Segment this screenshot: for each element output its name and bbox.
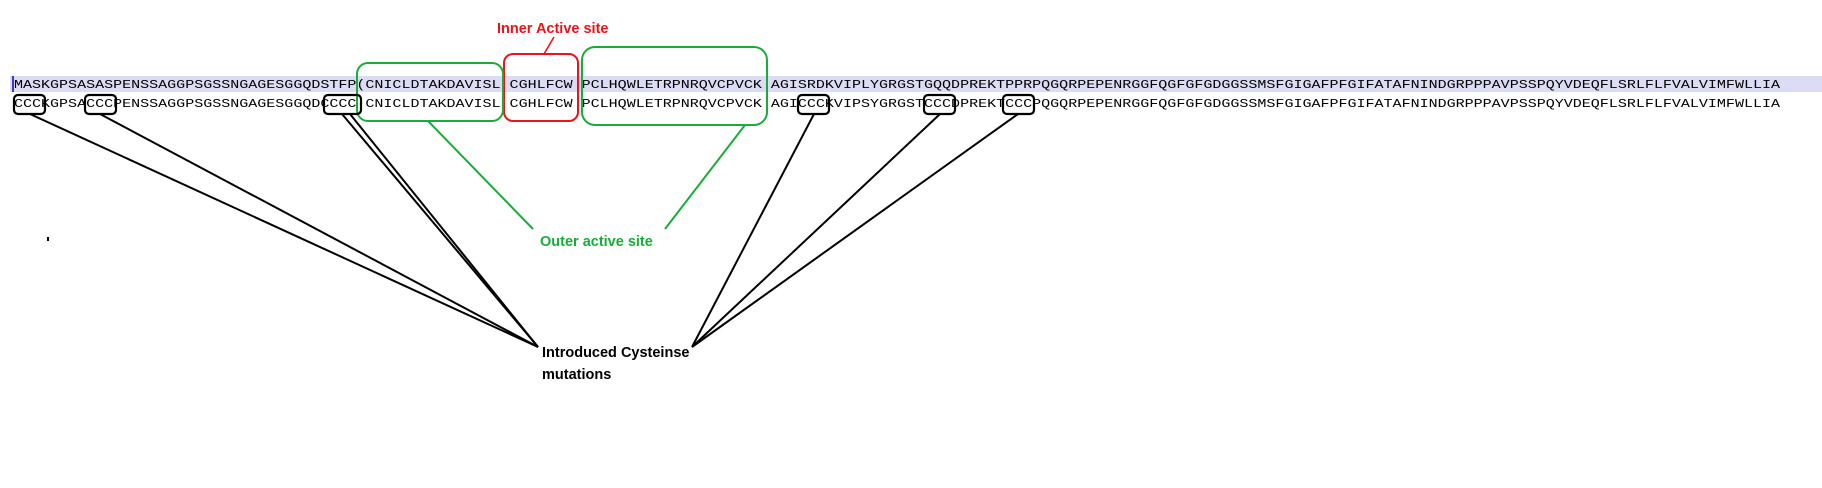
sequence-row-highlight <box>10 76 1822 92</box>
outer-active-site-pointer-left <box>427 120 534 230</box>
cysteine-pointer <box>691 113 1019 348</box>
wild-type-sequence: MASKGPSASASPENSSAGGPSGSSNGAGESGGQDSTFP(C… <box>14 78 1781 92</box>
cursor-marker <box>12 76 14 92</box>
cysteine-mutations-label-line1: Introduced Cysteinse <box>542 345 689 361</box>
outer-active-site-label: Outer active site <box>540 234 653 250</box>
cysteine-box <box>12 93 47 116</box>
outer-active-site-box-right <box>581 46 768 126</box>
cysteine-pointer <box>341 113 539 348</box>
inner-active-site-pointer <box>543 36 555 55</box>
cysteine-box <box>1001 93 1036 116</box>
cysteine-pointer <box>29 113 539 348</box>
mutant-sequence: CCCKGPSACCCPENSSAGGPSGSSNGAGESGGQDCCCC C… <box>14 97 1781 111</box>
cysteine-pointer <box>691 113 815 348</box>
outer-active-site-box-left <box>356 62 504 122</box>
cysteine-pointer <box>349 113 539 348</box>
cysteine-mutations-label-line2: mutations <box>542 367 611 383</box>
cysteine-pointer <box>691 113 941 348</box>
inner-active-site-label: Inner Active site <box>497 21 608 37</box>
outer-active-site-pointer-right <box>664 124 746 230</box>
cysteine-pointers <box>29 113 1019 348</box>
stray-dot <box>47 237 49 241</box>
cysteine-pointer <box>99 113 539 348</box>
